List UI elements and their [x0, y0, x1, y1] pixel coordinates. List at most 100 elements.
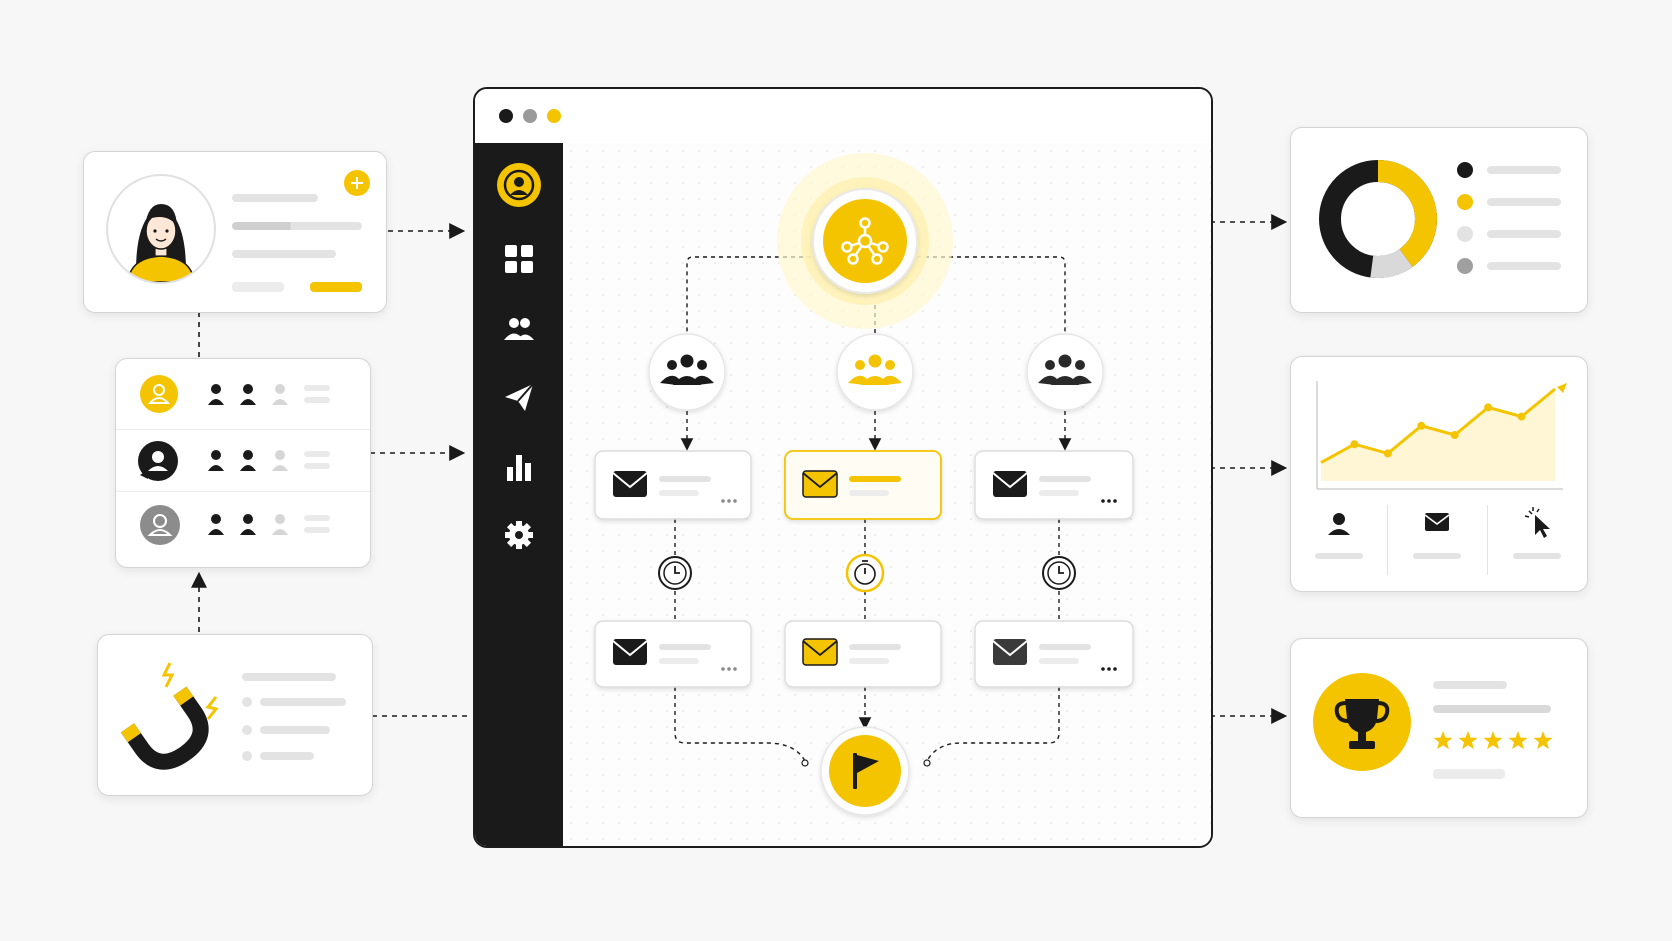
email-icon	[1424, 513, 1450, 531]
profile-line-4	[232, 282, 284, 292]
donut-segment-yellow	[1319, 160, 1437, 278]
star-icon	[1433, 731, 1453, 750]
email-step-card	[594, 620, 752, 688]
send-icon	[505, 383, 534, 411]
maximize-dot[interactable]	[547, 109, 561, 123]
timer-icon	[658, 556, 692, 590]
segment-node	[1026, 333, 1104, 411]
flag-icon	[853, 753, 879, 789]
dashboard-grid-icon	[505, 245, 533, 273]
segment-avatar	[140, 375, 178, 413]
trophy-icon	[1334, 699, 1390, 749]
avatar-woman-icon	[127, 204, 195, 282]
email-icon	[612, 639, 648, 665]
email-step-card	[974, 620, 1134, 688]
segment-row[interactable]	[116, 359, 370, 430]
magnet-icon	[120, 662, 219, 770]
group-icon	[660, 354, 714, 385]
flow-trigger-left	[686, 256, 811, 333]
flow-col3-goal	[926, 687, 1060, 762]
profile-line-3	[232, 250, 336, 258]
profile-line-1	[232, 194, 318, 202]
segments-card[interactable]	[115, 358, 371, 568]
email-icon	[802, 470, 838, 498]
stat-column	[1487, 505, 1587, 575]
workflow-diagram	[594, 153, 1134, 816]
segment-avatar	[138, 441, 178, 481]
donut-segment-grey	[1319, 160, 1437, 278]
star-icon	[1483, 731, 1503, 750]
trend-point	[1383, 449, 1392, 458]
trend-point	[1450, 431, 1459, 439]
user-icon	[147, 384, 171, 404]
email-icon	[992, 639, 1028, 665]
trend-line	[1320, 387, 1556, 464]
sidebar-item-campaigns[interactable]	[497, 375, 541, 419]
network-hub-icon	[841, 217, 889, 265]
profile-card[interactable]	[83, 151, 387, 313]
lead-capture-card[interactable]	[97, 634, 373, 796]
user-chat-icon	[140, 451, 168, 479]
trend-arrow	[1557, 383, 1567, 393]
trend-point	[1484, 403, 1493, 412]
cursor-click-icon	[1524, 507, 1550, 538]
user-icon	[147, 514, 173, 536]
email-step-card	[974, 450, 1134, 520]
email-step-card-active	[784, 450, 942, 520]
sidebar-item-settings[interactable]	[497, 513, 541, 557]
profile-action-pill[interactable]	[310, 282, 362, 292]
segment-avatar	[140, 505, 180, 545]
app-window	[473, 87, 1213, 848]
trend-chart-card[interactable]	[1290, 356, 1588, 592]
reward-line-1	[1433, 681, 1507, 689]
window-titlebar	[475, 89, 1211, 144]
trophy-badge	[1313, 673, 1411, 771]
close-dot[interactable]	[499, 109, 513, 123]
email-step-card	[784, 620, 942, 688]
user-icon	[503, 169, 535, 201]
segment-node-active	[836, 333, 914, 411]
timer-icon	[1042, 556, 1076, 590]
email-icon	[612, 471, 648, 497]
donut-chart-card[interactable]	[1290, 127, 1588, 313]
user-icon	[1328, 513, 1350, 535]
stat-column	[1291, 505, 1388, 575]
donut-chart	[1319, 160, 1437, 278]
users-icon	[504, 318, 534, 340]
email-icon	[992, 471, 1028, 497]
star-icon	[1533, 731, 1553, 750]
star-icon	[1508, 731, 1528, 750]
member-icons	[208, 384, 288, 405]
reward-line-2	[1433, 705, 1551, 713]
reward-card[interactable]	[1290, 638, 1588, 818]
sidebar-item-contacts[interactable]	[497, 307, 541, 351]
plus-icon	[351, 177, 363, 189]
trend-point	[1517, 412, 1526, 421]
star-icon	[1458, 731, 1478, 750]
email-icon	[802, 638, 838, 666]
segment-row[interactable]	[116, 429, 370, 492]
lead-title-line	[242, 673, 336, 681]
flow-trigger-right	[893, 256, 1066, 333]
group-icon	[1038, 354, 1092, 385]
trend-chart	[1316, 381, 1567, 490]
trend-point	[1350, 440, 1359, 449]
timer-icon	[845, 553, 885, 593]
trend-area	[1321, 389, 1555, 481]
segment-row[interactable]	[116, 491, 370, 565]
sidebar-item-profile[interactable]	[497, 163, 541, 207]
stat-column	[1387, 505, 1488, 575]
trend-point	[1417, 421, 1426, 430]
minimize-dot[interactable]	[523, 109, 537, 123]
sidebar	[475, 143, 563, 846]
plus-badge[interactable]	[344, 170, 370, 196]
avatar	[106, 174, 216, 284]
sidebar-item-dashboard[interactable]	[497, 237, 541, 281]
trend-points	[1350, 403, 1526, 458]
workflow-canvas[interactable]	[563, 143, 1211, 846]
profile-line-2	[232, 222, 362, 230]
flow-col1-goal	[674, 687, 806, 762]
member-icons	[208, 514, 288, 535]
sidebar-item-analytics[interactable]	[497, 445, 541, 489]
